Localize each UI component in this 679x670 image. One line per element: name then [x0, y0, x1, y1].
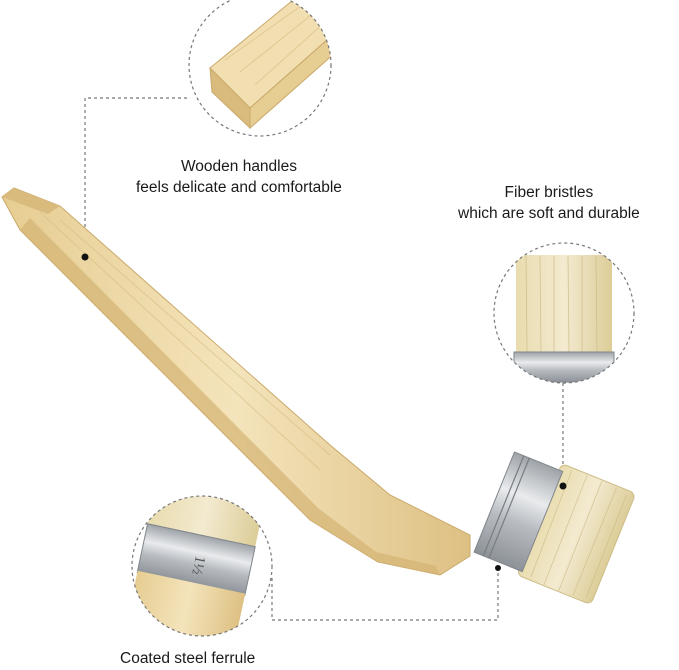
brush-head	[473, 451, 635, 604]
brush-ferrule	[473, 451, 564, 573]
ferrule-size-mark: 1½	[188, 554, 208, 576]
ferrule-caption: Coated steel ferrule	[120, 648, 255, 669]
handle-caption-line2: feels delicate and comfortable	[136, 179, 342, 196]
ferrule-closeup: 1½	[125, 482, 273, 650]
bristles-caption-line1: Fiber bristles	[504, 184, 594, 201]
handle-pointer-dot	[81, 253, 89, 261]
ferrule-caption-line1: Coated steel ferrule	[120, 650, 256, 667]
bristles-closeup	[493, 242, 635, 384]
ferrule-pointer-dot	[495, 565, 501, 571]
bristles-caption: Fiber bristles which are soft and durabl…	[458, 182, 640, 224]
handle-leader-line	[84, 97, 190, 257]
handle-caption-line1: Wooden handles	[180, 158, 297, 175]
bristle-pointer-dot	[559, 482, 567, 490]
handle-closeup	[188, 0, 332, 137]
ferrule-leader-line	[271, 568, 499, 621]
handle-caption: Wooden handles feels delicate and comfor…	[136, 156, 342, 198]
bristles-caption-line2: which are soft and durable	[458, 205, 640, 222]
